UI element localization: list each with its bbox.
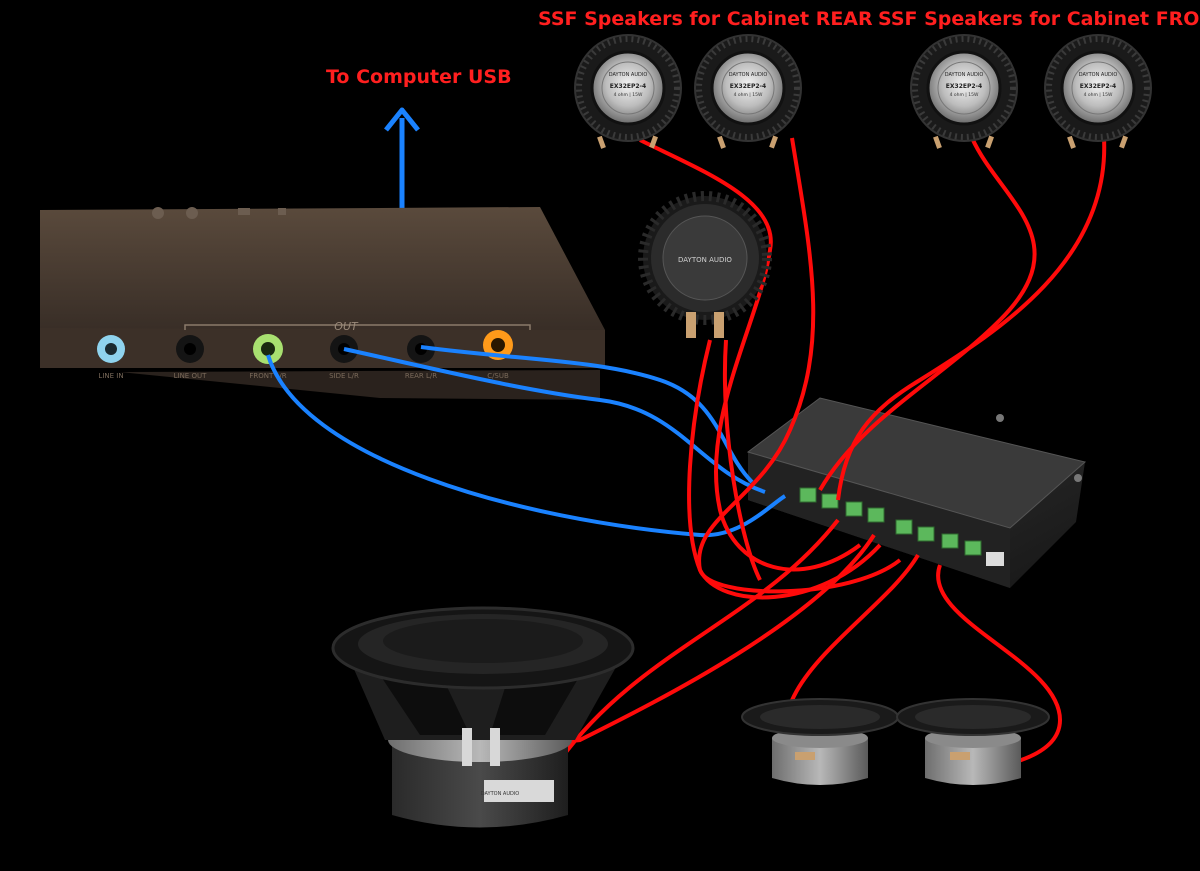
mount-screw (996, 414, 1004, 422)
port-label: LINE OUT (174, 372, 207, 380)
front-speaker-2: DAYTON AUDIO EX32EP2-4 4 ohm | 15W (1045, 35, 1151, 149)
front-speaker-1: DAYTON AUDIO EX32EP2-4 4 ohm | 15W (911, 35, 1017, 149)
port-line-in: LINE IN (97, 335, 125, 380)
woofer-right (897, 699, 1049, 785)
port-label: SIDE L/R (329, 372, 359, 380)
speaker-spec: 4 ohm | 15W (734, 92, 763, 98)
speaker-brand: DAYTON AUDIO (945, 72, 984, 78)
port-label: LINE IN (98, 372, 123, 380)
speaker-model: EX32EP2-4 (730, 83, 766, 90)
shaker-brand: DAYTON AUDIO (678, 256, 732, 264)
speaker-spec: 4 ohm | 15W (1084, 92, 1113, 98)
speaker-spec: 4 ohm | 15W (950, 92, 979, 98)
port-label: REAR L/R (405, 372, 437, 380)
port-side: SIDE L/R (329, 335, 359, 380)
rear-speaker-2: DAYTON AUDIO EX32EP2-4 4 ohm | 15W (695, 35, 801, 149)
speaker-model: EX32EP2-4 (610, 83, 646, 90)
usb-arrow (386, 110, 418, 210)
sound-card: OUT LINE IN LINE OUT FRONT L/R SIDE L/R … (40, 207, 605, 400)
speaker-brand: DAYTON AUDIO (729, 72, 768, 78)
woofer-left (742, 699, 898, 785)
rear-speakers-label: SSF Speakers for Cabinet REAR (538, 8, 873, 30)
usb-label: To Computer USB (326, 66, 512, 88)
port-label: C/SUB (487, 372, 509, 380)
subwoofer-brand: DAYTON AUDIO (481, 791, 520, 797)
speaker-model: EX32EP2-4 (1080, 83, 1116, 90)
out-label: OUT (334, 320, 359, 333)
speaker-spec: 4 ohm | 15W (614, 92, 643, 98)
rear-speaker-1: DAYTON AUDIO EX32EP2-4 4 ohm | 15W (575, 35, 681, 149)
speaker-model: EX32EP2-4 (946, 83, 982, 90)
power-jack (986, 552, 1004, 566)
mount-screw (1074, 474, 1082, 482)
bass-shaker: DAYTON AUDIO (643, 196, 767, 338)
speaker-brand: DAYTON AUDIO (609, 72, 648, 78)
front-speakers-label: SSF Speakers for Cabinet FRONT (878, 8, 1200, 30)
speaker-brand: DAYTON AUDIO (1079, 72, 1118, 78)
subwoofer: DAYTON AUDIO (333, 608, 633, 828)
speakers-layer: DAYTON AUDIO EX32EP2-4 4 ohm | 15W DAYTO… (575, 35, 1151, 149)
